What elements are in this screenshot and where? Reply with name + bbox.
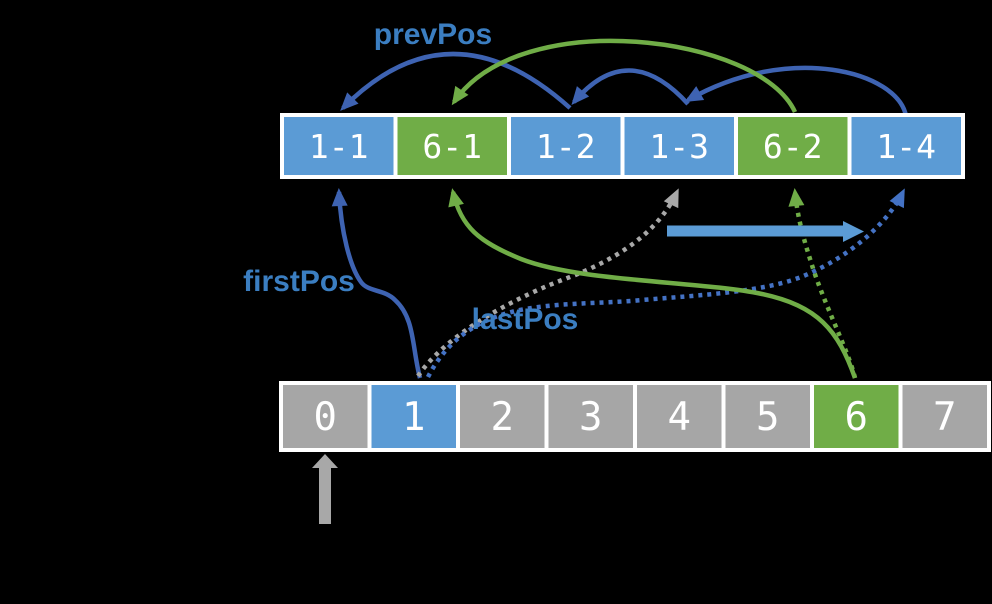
array-cell-label: 3 <box>579 395 602 440</box>
array-cell-0 <box>279 381 372 452</box>
node-label: 1-2 <box>536 127 596 166</box>
firstpos-label: firstPos <box>243 265 355 298</box>
index-0-up-arrow <box>312 454 338 524</box>
prevpos-arc-1-4-to-1-3 <box>684 65 909 117</box>
node-1-1 <box>280 113 398 179</box>
prevpos-arc-1-2-to-1-1 <box>340 51 572 111</box>
array-row: 0 1 2 3 4 5 6 7 <box>279 381 991 452</box>
advance-arrow-head <box>843 221 864 242</box>
array-cell-5 <box>721 381 814 452</box>
array-cell-7 <box>898 381 991 452</box>
prevpos-arcs <box>340 38 909 117</box>
linked-list-row: 1-1 6-1 1-2 1-3 6-2 1-4 <box>280 113 965 179</box>
array-cell-2 <box>456 381 549 452</box>
array-cell-label: 4 <box>667 395 690 440</box>
green-solid-curve <box>448 188 858 379</box>
advance-arrow <box>667 221 864 242</box>
array-cell-label: 6 <box>844 395 867 440</box>
array-cell-6 <box>810 381 903 452</box>
firstpos-curve <box>331 188 423 379</box>
prevpos-arc-1-3-to-1-2 <box>571 68 690 106</box>
node-label: 1-1 <box>309 127 369 166</box>
node-1-4 <box>847 113 965 179</box>
array-cell-label: 2 <box>490 395 513 440</box>
node-1-2 <box>507 113 625 179</box>
prevpos-arc-6-2-to-6-1 <box>451 38 798 113</box>
array-cell-label: 5 <box>756 395 779 440</box>
lastpos-curve <box>426 188 906 379</box>
lastpos-label: lastPos <box>472 303 579 336</box>
array-cell-label: 0 <box>313 395 336 440</box>
node-label: 1-4 <box>876 127 936 166</box>
array-cell-4 <box>633 381 726 452</box>
node-label: 1-3 <box>649 127 709 166</box>
array-cell-label: 7 <box>933 395 956 440</box>
node-label: 6-1 <box>422 127 482 166</box>
node-1-3 <box>620 113 738 179</box>
pointer-curves <box>331 188 906 379</box>
green-dotted-curve <box>788 188 858 379</box>
array-cell-label: 1 <box>402 395 425 440</box>
prevpos-label: prevPos <box>374 18 492 51</box>
node-label: 6-2 <box>763 127 823 166</box>
old-pos-curve <box>416 188 680 378</box>
